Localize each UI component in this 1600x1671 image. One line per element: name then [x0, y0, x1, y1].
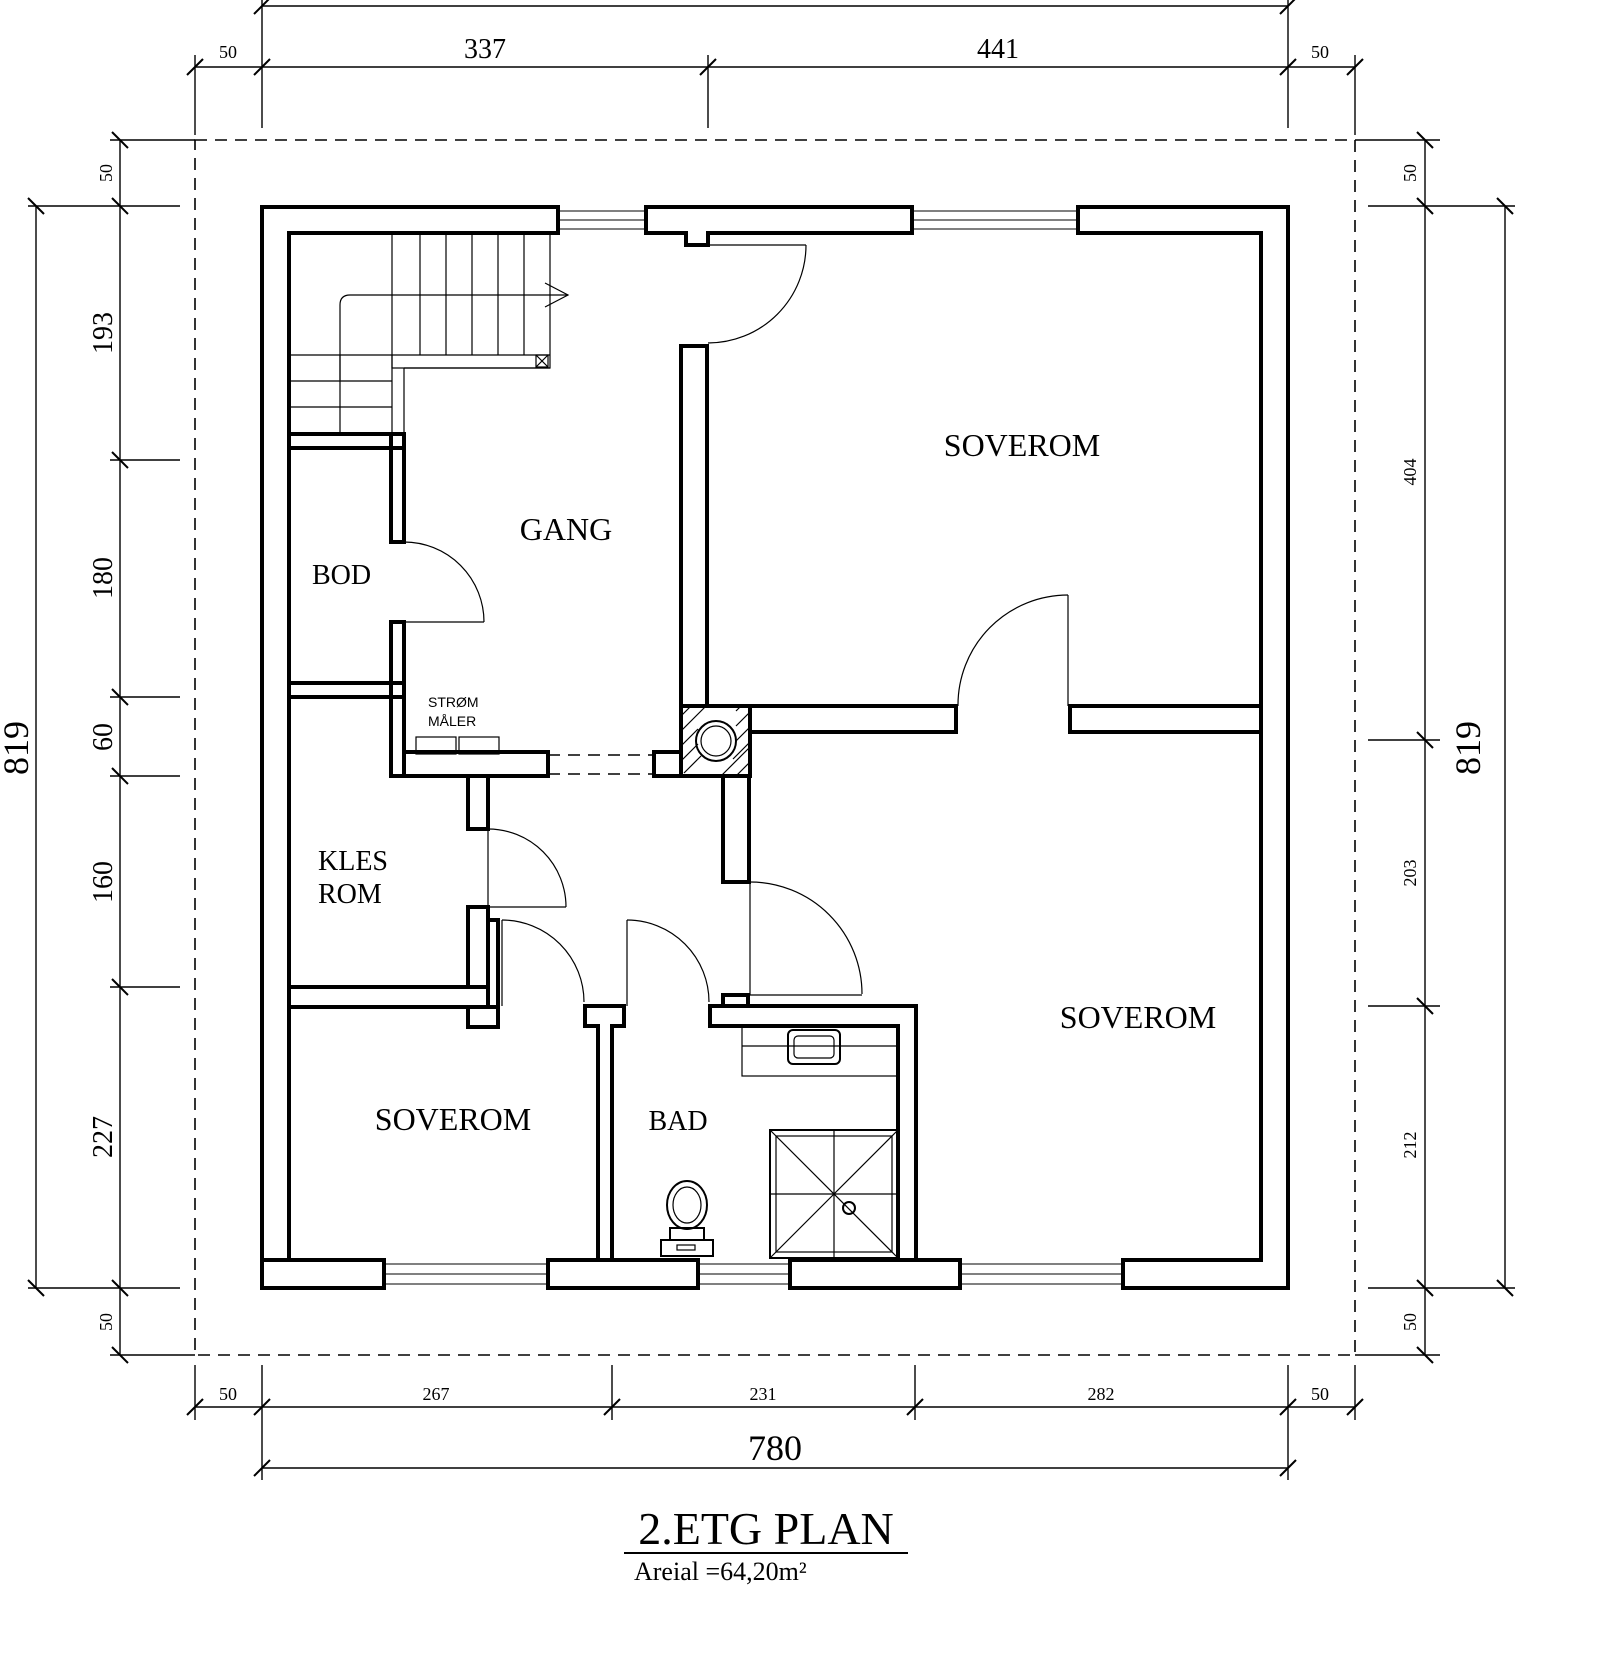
doors — [403, 244, 1069, 1006]
meter-label-strom: STRØM — [428, 694, 479, 710]
dim-bottom-282: 282 — [1088, 1384, 1115, 1404]
dim-bottom-left-margin: 50 — [219, 1384, 237, 1404]
room-label-bod: BOD — [312, 560, 371, 591]
room-label-kles: KLES — [318, 846, 388, 877]
dim-right-203: 203 — [1400, 860, 1420, 887]
dim-right-total: 819 — [1448, 721, 1488, 775]
windows — [384, 210, 1123, 1285]
dim-left-60: 60 — [88, 723, 119, 751]
room-label-gang: GANG — [520, 511, 612, 547]
dim-bottom-231: 231 — [750, 1384, 777, 1404]
interior-walls — [287, 344, 1263, 1262]
dim-bottom-total: 780 — [748, 1428, 802, 1468]
dim-top-right-margin: 50 — [1311, 42, 1329, 62]
dim-left-top-margin: 50 — [96, 164, 116, 182]
dim-right-212: 212 — [1400, 1132, 1420, 1159]
room-labels: SOVEROM GANG BOD STRØM MÅLER KLES ROM SO… — [312, 427, 1216, 1137]
dim-bottom-right-margin: 50 — [1311, 1384, 1329, 1404]
dim-top-441: 441 — [977, 34, 1019, 65]
top-dimensions: 50 337 441 50 — [186, 0, 1364, 135]
meter-boxes — [415, 736, 500, 755]
room-label-soverom-ne: SOVEROM — [944, 427, 1100, 463]
bathroom-fixtures — [660, 1025, 899, 1259]
room-label-rom: ROM — [318, 879, 382, 910]
dim-left-total: 819 — [0, 721, 36, 775]
outer-walls — [260, 205, 1290, 1290]
dim-bottom-267: 267 — [423, 1384, 450, 1404]
staircase — [289, 232, 570, 434]
dim-top-337: 337 — [464, 34, 506, 65]
room-label-soverom-e: SOVEROM — [1060, 999, 1216, 1035]
area-label: Areial =64,20m² — [634, 1557, 807, 1586]
left-dimensions: 50 193 180 60 160 227 50 819 — [0, 131, 195, 1364]
dim-left-180: 180 — [88, 557, 119, 599]
dim-right-top-margin: 50 — [1400, 164, 1420, 182]
meter-label-maler: MÅLER — [428, 713, 476, 729]
dim-right-404: 404 — [1400, 459, 1420, 486]
dim-right-bottom-margin: 50 — [1400, 1313, 1420, 1331]
toilet — [660, 1180, 714, 1257]
dim-left-bottom-margin: 50 — [96, 1313, 116, 1331]
page-title: 2.ETG PLAN — [638, 1503, 894, 1554]
dim-left-193: 193 — [88, 312, 119, 354]
dim-top-left-margin: 50 — [219, 42, 237, 62]
dim-left-160: 160 — [88, 861, 119, 903]
room-label-bad: BAD — [648, 1106, 707, 1137]
sink — [787, 1029, 841, 1065]
right-dimensions: 50 404 203 212 50 819 — [1355, 131, 1515, 1364]
room-label-soverom-sw: SOVEROM — [375, 1101, 531, 1137]
plan-title: 2.ETG PLAN Areial =64,20m² — [624, 1503, 908, 1586]
roof-outline — [194, 139, 1356, 1356]
bottom-dimensions: 50 267 231 282 50 780 — [186, 1365, 1364, 1480]
dim-left-227: 227 — [88, 1116, 119, 1158]
